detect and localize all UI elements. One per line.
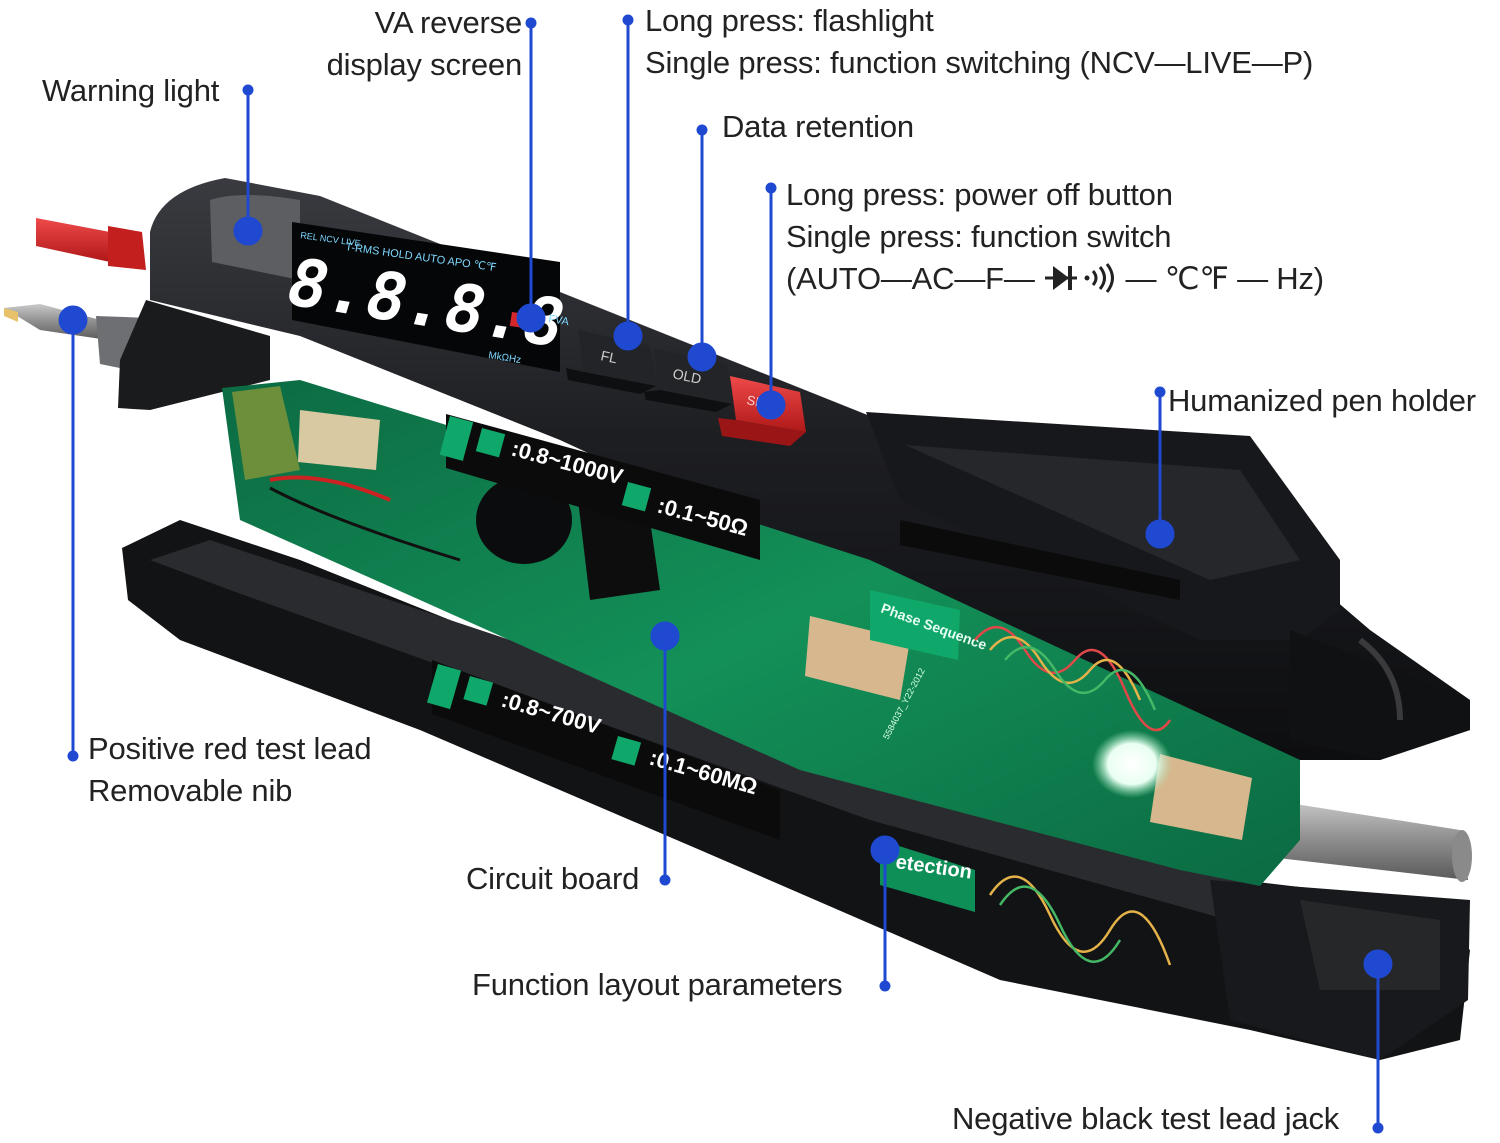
phase-waveform: [974, 625, 1172, 966]
diode-continuity-icon: [1045, 263, 1115, 293]
label-positive-lead-line2: Removable nib: [88, 773, 293, 808]
label-positive-test-lead: Positive red test lead Removable nib: [88, 728, 372, 812]
label-data-retention-text: Data retention: [722, 109, 914, 144]
lcd-units: MkΩHz: [488, 350, 522, 366]
label-circuit-board: Circuit board: [466, 858, 639, 900]
label-circuit-board-text: Circuit board: [466, 861, 640, 896]
label-warning-light: Warning light: [42, 70, 219, 112]
button-flashlight-label: FL: [599, 347, 619, 366]
label-va-reverse-display: VA reverse display screen: [310, 2, 523, 86]
rear-probe-connector: [1270, 800, 1472, 882]
leader-lines: [58, 14, 1393, 1134]
red-probe-cap: [36, 218, 146, 270]
label-function-layout-text: Function layout parameters: [472, 967, 843, 1002]
label-power-line1: Long press: power off button: [786, 177, 1173, 212]
label-power-line3: (AUTO—AC—F— — ℃℉ — Hz): [786, 258, 1324, 300]
label-data-retention: Data retention: [722, 106, 914, 148]
label-va-reverse-line2: display screen: [326, 47, 523, 82]
button-hold-label: OLD: [671, 365, 702, 387]
label-negative-jack: Negative black test lead jack: [952, 1098, 1339, 1140]
label-power-modes-b: — ℃℉ — Hz): [1125, 261, 1325, 296]
lcd-fva: FVA: [548, 313, 571, 328]
label-negative-jack-text: Negative black test lead jack: [952, 1101, 1340, 1136]
label-va-reverse-line1: VA reverse: [374, 5, 523, 40]
label-flashlight-line2: Single press: function switching (NCV—LI…: [645, 45, 1314, 80]
label-power-line2: Single press: function switch: [786, 219, 1172, 254]
circuit-board: Phase Sequence 5584037_Y22-2012: [222, 380, 1300, 886]
label-power-modes-a: (AUTO—AC—F—: [786, 261, 1035, 296]
spec-strip-upper: :0.8~1000V :0.1~50Ω: [439, 414, 760, 560]
label-pen-holder-text: Humanized pen holder: [1168, 383, 1476, 418]
label-power-button: Long press: power off button Single pres…: [786, 174, 1324, 300]
label-flashlight-line1: Long press: flashlight: [645, 3, 934, 38]
label-pen-holder: Humanized pen holder: [1168, 380, 1476, 422]
label-warning-light-text: Warning light: [42, 73, 220, 108]
label-positive-lead-line1: Positive red test lead: [88, 731, 372, 766]
label-flashlight-button: Long press: flashlight Single press: fun…: [645, 0, 1313, 84]
label-function-layout: Function layout parameters: [472, 964, 843, 1006]
